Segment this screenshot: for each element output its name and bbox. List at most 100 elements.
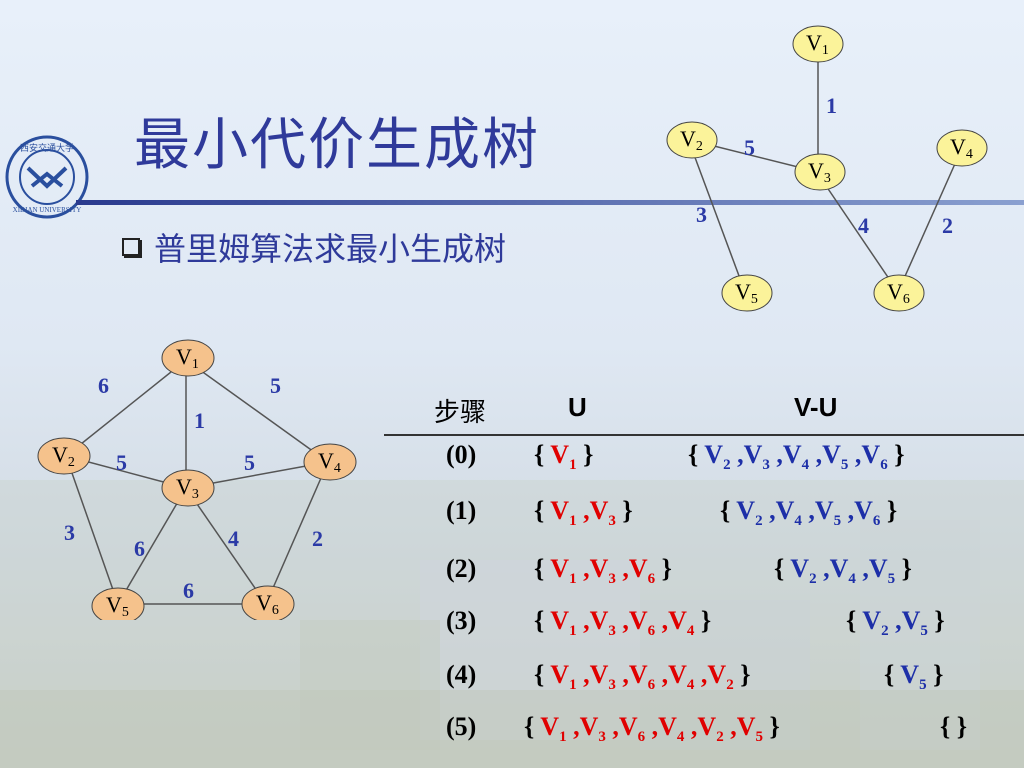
- mst-node-v2: [666, 121, 718, 159]
- subtitle-text: 普里姆算法求最小生成树: [154, 230, 507, 268]
- vertex-v4: V4: [775, 496, 802, 530]
- table-row: (5){ V1 ,V3 ,V6 ,V4 ,V2 ,V5 }{ }: [384, 712, 1024, 762]
- slide-subtitle: 普里姆算法求最小生成树: [122, 224, 506, 270]
- university-logo: 西安交通大学 XIDIAN UNIVERSITY: [4, 134, 90, 220]
- mst-edge-v4-v6: [897, 147, 963, 293]
- vertex-v1: V1: [550, 660, 577, 694]
- mst-node-v6: [873, 274, 925, 312]
- header-v-minus-u: V-U: [794, 392, 838, 422]
- edge-v4-v6: [265, 461, 329, 605]
- u-set-cell: { V1 ,V3 }: [534, 496, 633, 530]
- weight-v1-v3: 1: [194, 408, 205, 433]
- node-label-v5: V5: [106, 592, 129, 620]
- header-step: 步骤: [434, 398, 487, 428]
- vertex-v4: V4: [829, 554, 856, 588]
- step-cell: (4): [446, 660, 477, 689]
- vertex-v6: V6: [628, 554, 656, 588]
- vertex-v3: V3: [743, 440, 770, 474]
- vertex-v6: V6: [628, 606, 656, 640]
- table-row: (3){ V1 ,V3 ,V6 ,V4 }{ V2 ,V5 }: [384, 606, 1024, 656]
- mst-node-label-v2: V2: [680, 126, 703, 154]
- edge-v1-v2: [65, 359, 187, 457]
- v-minus-u-set-cell: { V5 }: [884, 660, 944, 694]
- vertex-v1: V1: [550, 496, 577, 530]
- table-row: (2){ V1 ,V3 ,V6 }{ V2 ,V4 ,V5 }: [384, 554, 1024, 604]
- mst-node-label-v4: V4: [950, 134, 973, 162]
- vertex-v3: V3: [589, 606, 616, 640]
- v-minus-u-set-cell: { V2 ,V3 ,V4 ,V5 ,V6 }: [688, 440, 905, 474]
- mst-node-label-v6: V6: [887, 279, 910, 307]
- vertex-v3: V3: [579, 712, 606, 746]
- vertex-v4: V4: [668, 606, 695, 640]
- vertex-v6: V6: [628, 660, 656, 694]
- node-v6: [241, 585, 295, 620]
- u-set-cell: { V1 ,V3 ,V6 }: [534, 554, 672, 588]
- node-label-v6: V6: [256, 590, 279, 618]
- vertex-v5: V5: [814, 496, 842, 530]
- node-v3: [161, 469, 215, 507]
- mst-edge-v2-v5: [689, 143, 746, 293]
- v-minus-u-set-cell: { }: [940, 712, 967, 741]
- mst-weight-v2-v5: 3: [696, 202, 707, 227]
- node-label-v3: V3: [176, 474, 199, 502]
- edge-v3-v5: [117, 487, 187, 605]
- mst-node-v3: [794, 153, 846, 191]
- vertex-v1: V1: [550, 606, 577, 640]
- table-row: (0) { V1 } { V2 ,V3 ,V4 ,V5 ,V6 }: [384, 440, 1024, 490]
- vertex-v2: V2: [790, 554, 817, 588]
- vertex-v4: V4: [782, 440, 810, 474]
- full-graph: 6 5 1 5 5 3 6 4 2 6 V1 V2 V3 V4 V5 V6: [37, 339, 357, 620]
- v-minus-u-set-cell: { V2 ,V4 ,V5 ,V6 }: [720, 496, 898, 530]
- node-v5: [91, 587, 145, 620]
- logo-text-top: 西安交通大学: [20, 142, 74, 153]
- mst-graph: 1 5 3 4 2 V1 V2 V3 V4 V5 V6: [666, 25, 988, 312]
- mst-weight-v2-v3: 5: [744, 135, 755, 160]
- vertex-v1: V1: [540, 712, 567, 746]
- vertex-v6: V6: [618, 712, 646, 746]
- vertex-v5: V5: [901, 606, 928, 640]
- weight-v5-v6: 6: [183, 578, 194, 603]
- vertex-v4: V4: [668, 660, 695, 694]
- vertex-v2: V2: [704, 440, 731, 474]
- v-minus-u-set-cell: { V2 ,V5 }: [846, 606, 945, 640]
- weight-v2-v5: 3: [64, 520, 75, 545]
- v-minus-u-set-cell: { V2 ,V4 ,V5 }: [774, 554, 912, 588]
- vertex-v5: V5: [900, 660, 927, 694]
- vertex-v5: V5: [822, 440, 849, 474]
- u-set-cell: { V1 ,V3 ,V6 ,V4 }: [534, 606, 712, 640]
- weight-v3-v6: 4: [228, 526, 239, 551]
- weight-v4-v6: 2: [312, 526, 323, 551]
- mst-node-label-v1: V1: [806, 30, 829, 58]
- u-set-cell: { V1 }: [534, 440, 594, 474]
- vertex-v4: V4: [658, 712, 685, 746]
- edge-v3-v6: [185, 487, 267, 605]
- vertex-v3: V3: [589, 554, 616, 588]
- vertex-v1: V1: [550, 554, 577, 588]
- step-cell: (1): [446, 496, 477, 525]
- vertex-v2: V2: [697, 712, 724, 746]
- u-set-cell: { V1 ,V3 ,V6 ,V4 ,V2 ,V5 }: [524, 712, 780, 746]
- table-row: (1) { V1 ,V3 } { V2 ,V4 ,V5 ,V6 }: [384, 496, 1024, 546]
- header-u: U: [568, 392, 587, 422]
- step-cell: (0): [446, 440, 477, 469]
- mst-node-v4: [936, 129, 988, 167]
- mst-weight-v1-v3: 1: [826, 93, 837, 118]
- node-label-v2: V2: [52, 442, 75, 470]
- node-v2: [37, 437, 91, 475]
- weight-v1-v2: 6: [98, 373, 109, 398]
- slide-title: 最小代价生成树: [134, 113, 540, 178]
- mst-node-v5: [721, 274, 773, 312]
- vertex-v5: V5: [868, 554, 896, 588]
- mst-node-v1: [792, 25, 844, 63]
- weight-v1-v4: 5: [270, 373, 281, 398]
- vertex-v3: V3: [589, 660, 616, 694]
- u-set-cell: { V1 ,V3 ,V6 ,V4 ,V2 }: [534, 660, 751, 694]
- title-divider: [76, 200, 1024, 205]
- node-v1: [161, 339, 215, 377]
- edge-v1-v4: [185, 359, 329, 463]
- vertex-v5: V5: [736, 712, 763, 746]
- header-divider: [384, 434, 1024, 436]
- vertex-v1: V1: [550, 440, 577, 474]
- weight-v3-v4: 5: [244, 450, 255, 475]
- vertex-v6: V6: [861, 440, 888, 474]
